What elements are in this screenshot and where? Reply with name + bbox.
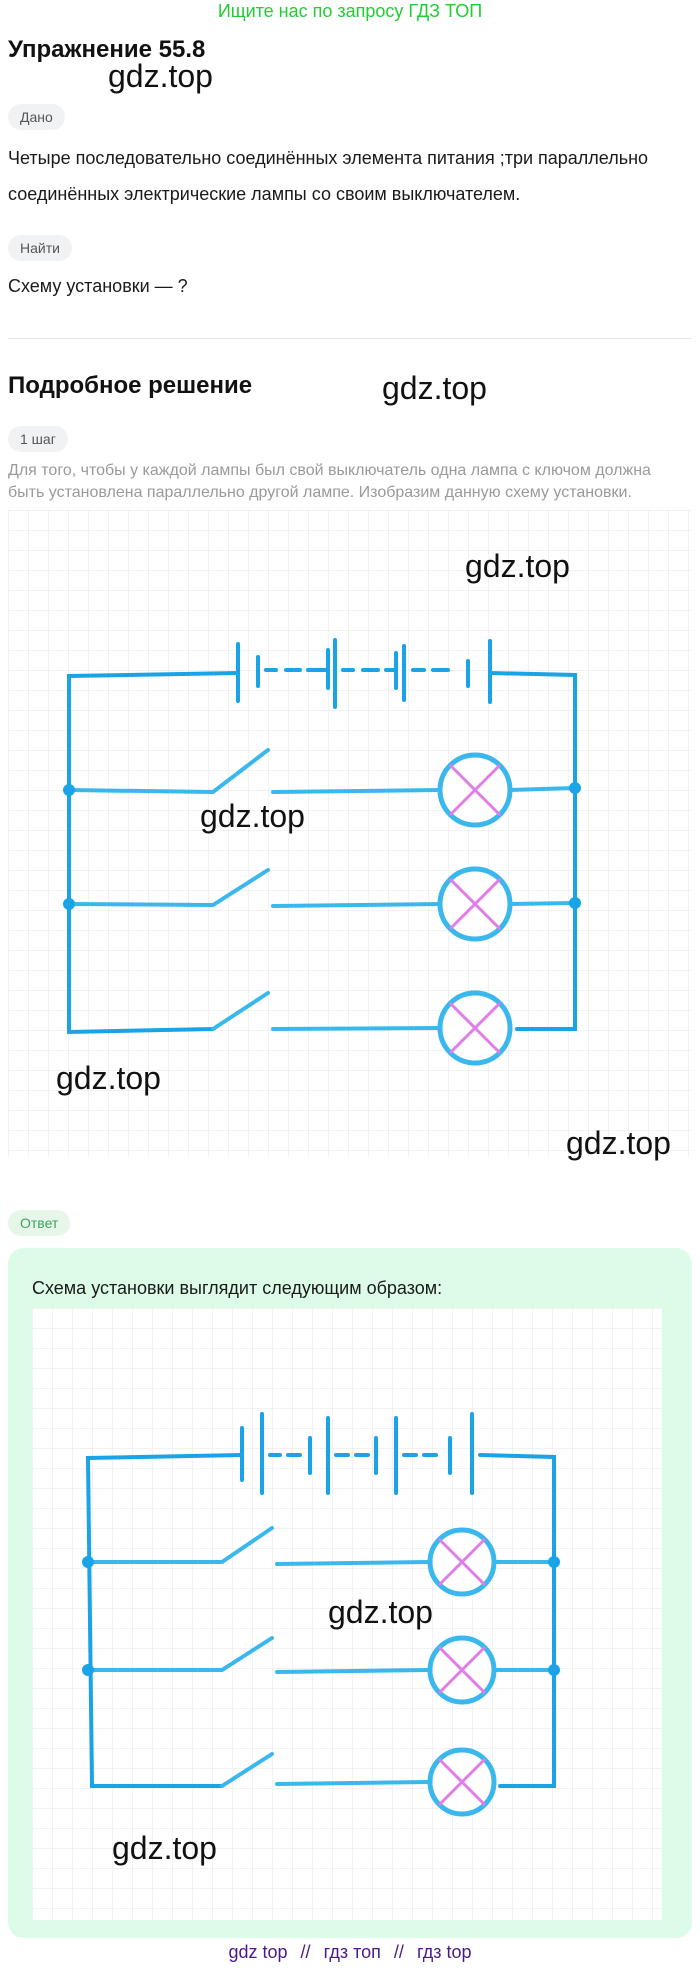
branch-2-wire <box>271 902 442 908</box>
grid-background <box>32 1308 662 1920</box>
footer-link-3[interactable]: гдз top <box>416 1942 472 1962</box>
step-text: Для того, чтобы у каждой лампы был свой … <box>8 462 651 501</box>
right-wire <box>478 1453 556 1788</box>
divider <box>8 338 692 339</box>
watermark: gdz.top <box>328 1594 433 1630</box>
switch-3 <box>220 1752 274 1788</box>
watermark: gdz.top <box>200 798 305 834</box>
branch-3-wire <box>275 1780 430 1786</box>
junction-dot <box>82 1664 94 1676</box>
junction-dot <box>63 898 75 910</box>
junction-dot <box>548 1556 560 1568</box>
exercise-title: Упражнение 55.8 <box>8 36 206 63</box>
left-wire <box>85 1453 244 1788</box>
branch-2-wire <box>275 1668 430 1674</box>
junction-dot <box>548 1664 560 1676</box>
switch-2 <box>67 868 270 908</box>
watermark: gdz.top <box>465 548 570 584</box>
watermark: gdz.top <box>108 58 213 94</box>
find-label: Найти <box>8 235 72 261</box>
switch-1 <box>86 1526 274 1564</box>
given-label: Дано <box>8 104 65 130</box>
lamp-3 <box>437 990 513 1066</box>
footer-separator: // <box>300 1942 311 1962</box>
footer-link-2[interactable]: гдз топ <box>323 1942 381 1962</box>
find-text: Схему установки — ? <box>8 276 188 296</box>
junction-dot <box>82 1556 94 1568</box>
given-text-line1: Четыре последовательно соединённых элеме… <box>8 148 649 168</box>
right-wire <box>488 671 577 1031</box>
junction-dot <box>63 784 75 796</box>
branch-3-wire <box>271 1026 442 1031</box>
circuit-diagram-solution <box>8 510 692 1156</box>
step-label: 1 шаг <box>8 426 68 452</box>
circuit-diagram-answer <box>32 1308 662 1920</box>
junction-dot <box>569 782 581 794</box>
switch-3 <box>211 991 270 1031</box>
answer-label: Ответ <box>8 1210 71 1236</box>
given-text-line2: соединённых электрические лампы со своим… <box>8 184 521 204</box>
solution-heading: Подробное решение <box>8 372 253 399</box>
lamp-1 <box>437 752 513 828</box>
lamp-3 <box>427 1747 497 1817</box>
top-banner[interactable]: Ищите нас по запросу ГДЗ ТОП <box>217 1 483 21</box>
answer-text: Схема установки выглядит следующим образ… <box>32 1278 443 1298</box>
watermark: gdz.top <box>112 1830 217 1866</box>
lamp-2 <box>437 866 513 942</box>
junction-dot <box>569 897 581 909</box>
lamp-1 <box>427 1527 497 1597</box>
switch-2 <box>86 1636 274 1672</box>
switch-1 <box>67 748 270 795</box>
footer-links: gdz top // гдз топ // гдз top <box>0 1942 700 1963</box>
footer-separator: // <box>393 1942 404 1962</box>
lamp-2 <box>427 1635 497 1705</box>
branch-1-wire <box>275 1560 430 1566</box>
footer-link-1[interactable]: gdz top <box>228 1942 288 1962</box>
watermark: gdz.top <box>382 370 487 406</box>
watermark: gdz.top <box>566 1125 671 1161</box>
grid-background <box>8 510 692 1156</box>
branch-1-wire <box>271 788 442 794</box>
left-wire <box>67 671 240 1035</box>
watermark: gdz.top <box>56 1060 161 1096</box>
